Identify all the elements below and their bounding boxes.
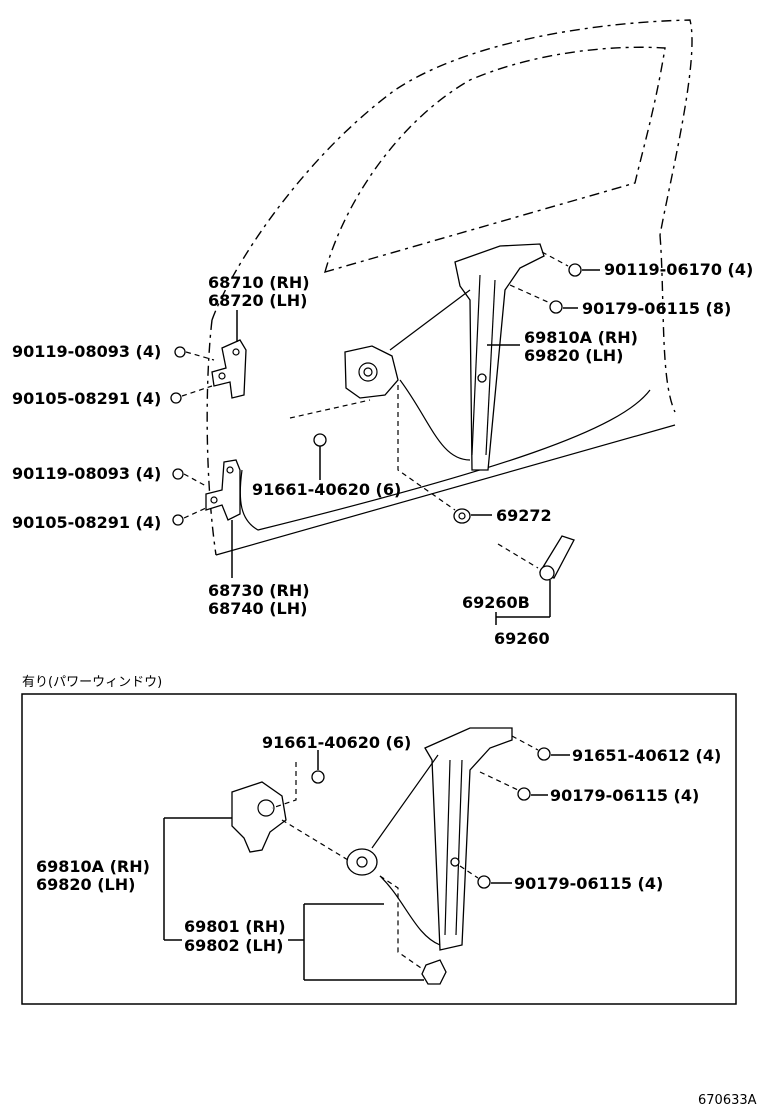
pw-regulator-lh-label: 69820 (LH) — [36, 875, 135, 894]
power-fasteners — [311, 735, 551, 889]
power-window-section-title: 有り(パワーウィンドウ) — [22, 675, 162, 690]
lower-hinge — [205, 459, 241, 521]
washer — [453, 508, 471, 524]
bolt-lower-hinge-label: 90119-08093 (4) — [12, 464, 161, 483]
diagram-code: 670633A — [698, 1093, 757, 1108]
bolt-upper-hinge-label: 90119-08093 (4) — [12, 342, 161, 361]
pw-regulator-rh-label: 69810A (RH) — [36, 857, 150, 876]
screw-label: 91661-40620 (6) — [252, 480, 401, 499]
regulator-rh-label: 69810A (RH) — [524, 328, 638, 347]
pw-nut-a-label: 90179-06115 (4) — [550, 786, 699, 805]
power-window-frame — [21, 693, 737, 1005]
handle-sub-label: 69260B — [462, 593, 530, 612]
power-regulator — [346, 727, 513, 951]
washer-label: 69272 — [496, 506, 552, 525]
window-motor — [231, 781, 447, 985]
upper-hinge — [211, 339, 247, 399]
pw-bolt-label: 91651-40612 (4) — [572, 746, 721, 765]
upper-leaders — [231, 269, 600, 625]
regulator-fasteners — [313, 251, 582, 447]
hinge-upper-lh-label: 68720 (LH) — [208, 291, 307, 310]
regulator-bolt-label: 90119-06170 (4) — [604, 260, 753, 279]
nut-lower-hinge-label: 90105-08291 (4) — [12, 513, 161, 532]
door-outline — [206, 19, 693, 556]
pw-nut-b-label: 90179-06115 (4) — [514, 874, 663, 893]
nut-upper-hinge-label: 90105-08291 (4) — [12, 389, 161, 408]
pw-motor-lh-label: 69802 (LH) — [184, 936, 283, 955]
hinge-lower-lh-label: 68740 (LH) — [208, 599, 307, 618]
regulator-lh-label: 69820 (LH) — [524, 346, 623, 365]
hinge-upper-rh-label: 68710 (RH) — [208, 273, 310, 292]
handle-label: 69260 — [494, 629, 550, 648]
pw-screw-label: 91661-40620 (6) — [262, 733, 411, 752]
hinge-lower-rh-label: 68730 (RH) — [208, 581, 310, 600]
regulator-nut-label: 90179-06115 (8) — [582, 299, 731, 318]
pw-motor-rh-label: 69801 (RH) — [184, 917, 286, 936]
lower-leaders — [163, 750, 570, 981]
window-handle — [497, 535, 575, 581]
hinge-fasteners — [170, 346, 215, 526]
manual-regulator — [344, 243, 545, 471]
